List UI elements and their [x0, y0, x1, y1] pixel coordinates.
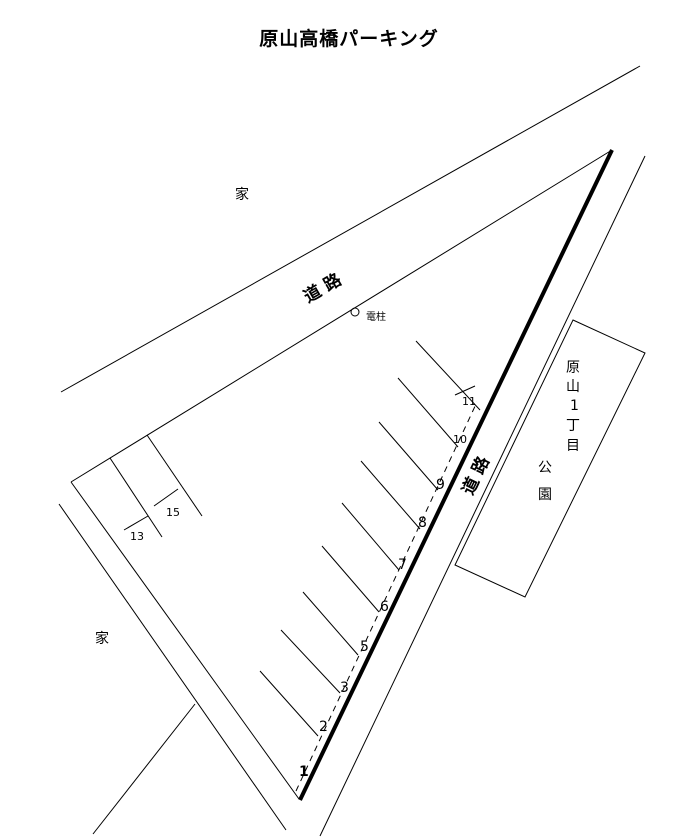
space-number-15: 15 [166, 506, 180, 519]
stall-line [146, 434, 203, 517]
park-label-char: 山 [566, 379, 580, 395]
house-label-left: 家 [95, 630, 109, 647]
road-edge-left-outer [58, 503, 287, 831]
road-label-top: 道 路 [300, 269, 346, 308]
road-edge-left-inner [70, 481, 300, 800]
space-number-5: 5 [360, 639, 369, 655]
park-label-char: 丁 [566, 418, 580, 434]
park-label-char: 目 [566, 438, 580, 454]
park-label-char: 園 [538, 487, 552, 503]
stall-line [415, 340, 481, 411]
pole-label: 電柱 [366, 310, 386, 323]
space-number-7: 7 [398, 557, 407, 573]
boundary-dashed [295, 401, 478, 792]
road-edge-right-outer [319, 155, 646, 837]
space-number-6: 6 [380, 599, 389, 615]
space-number-8: 8 [418, 515, 427, 531]
stall-line [321, 545, 380, 613]
space-number-1: 1 [299, 764, 309, 780]
page-title: 原山高橋パーキング [259, 28, 439, 50]
stall-line [360, 460, 421, 530]
space-number-9: 9 [436, 477, 445, 493]
space-number-3: 3 [340, 680, 349, 696]
road-edge-top-upper [60, 65, 641, 393]
park-building [454, 319, 646, 598]
stall-tick [123, 515, 149, 531]
house-outline-bottom-left [92, 703, 196, 835]
stall-line [397, 377, 459, 448]
stall-line [302, 591, 359, 656]
park-label-char: 1 [570, 398, 579, 414]
space-number-11: 11 [462, 395, 476, 408]
pole-icon [350, 307, 360, 317]
stall-line [280, 629, 341, 694]
stall-line [341, 502, 400, 571]
stall-tick [153, 488, 179, 507]
park-label-char: 公 [538, 460, 552, 476]
stall-line [259, 670, 319, 737]
space-number-10: 10 [453, 433, 467, 446]
space-number-13: 13 [130, 530, 144, 543]
stall-line [109, 457, 163, 538]
space-number-2: 2 [319, 719, 328, 735]
stall-line [378, 421, 439, 491]
boundary-thick [298, 149, 614, 801]
road-edge-top-lower [70, 149, 613, 483]
park-label-char: 原 [566, 360, 580, 376]
stall-tick [454, 385, 476, 396]
house-label-top: 家 [235, 186, 249, 203]
